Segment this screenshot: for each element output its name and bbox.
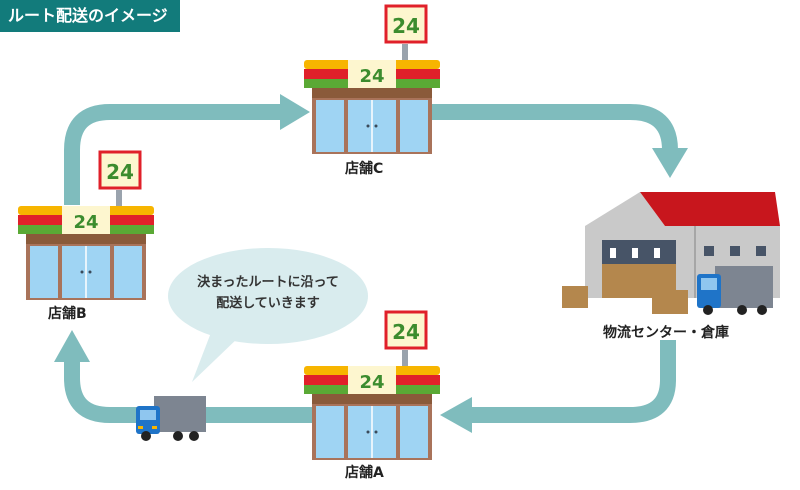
store-c-illustration bbox=[302, 4, 442, 154]
speech-bubble-line-2: 配送していきます bbox=[216, 296, 320, 311]
warehouse-label: 物流センター・倉庫 bbox=[603, 325, 729, 341]
store-b-illustration bbox=[16, 150, 156, 300]
store-a-label: 店舗A bbox=[345, 465, 384, 481]
route-arrow-warehouse-to-a bbox=[470, 340, 676, 423]
speech-bubble-text: 決まったルートに沿って 配送していきます bbox=[178, 272, 358, 314]
arrowhead-to-b bbox=[54, 330, 90, 362]
delivery-truck-icon bbox=[136, 396, 206, 441]
speech-bubble-tail bbox=[192, 330, 240, 382]
store-a-illustration bbox=[302, 310, 442, 460]
route-arrow-c-to-warehouse bbox=[432, 104, 678, 151]
warehouse-illustration bbox=[562, 192, 780, 315]
diagram-title: ルート配送のイメージ bbox=[0, 0, 180, 32]
speech-bubble-line-1: 決まったルートに沿って bbox=[197, 275, 339, 290]
route-arrow-a-to-b bbox=[64, 360, 312, 423]
arrowhead-to-a bbox=[440, 397, 472, 433]
arrowhead-to-c bbox=[280, 94, 310, 130]
store-b-label: 店舗B bbox=[48, 306, 87, 322]
arrowhead-to-warehouse bbox=[652, 148, 688, 178]
route-arrow-b-to-c bbox=[64, 104, 282, 205]
store-c-label: 店舗C bbox=[345, 161, 384, 177]
speech-bubble bbox=[168, 248, 368, 344]
